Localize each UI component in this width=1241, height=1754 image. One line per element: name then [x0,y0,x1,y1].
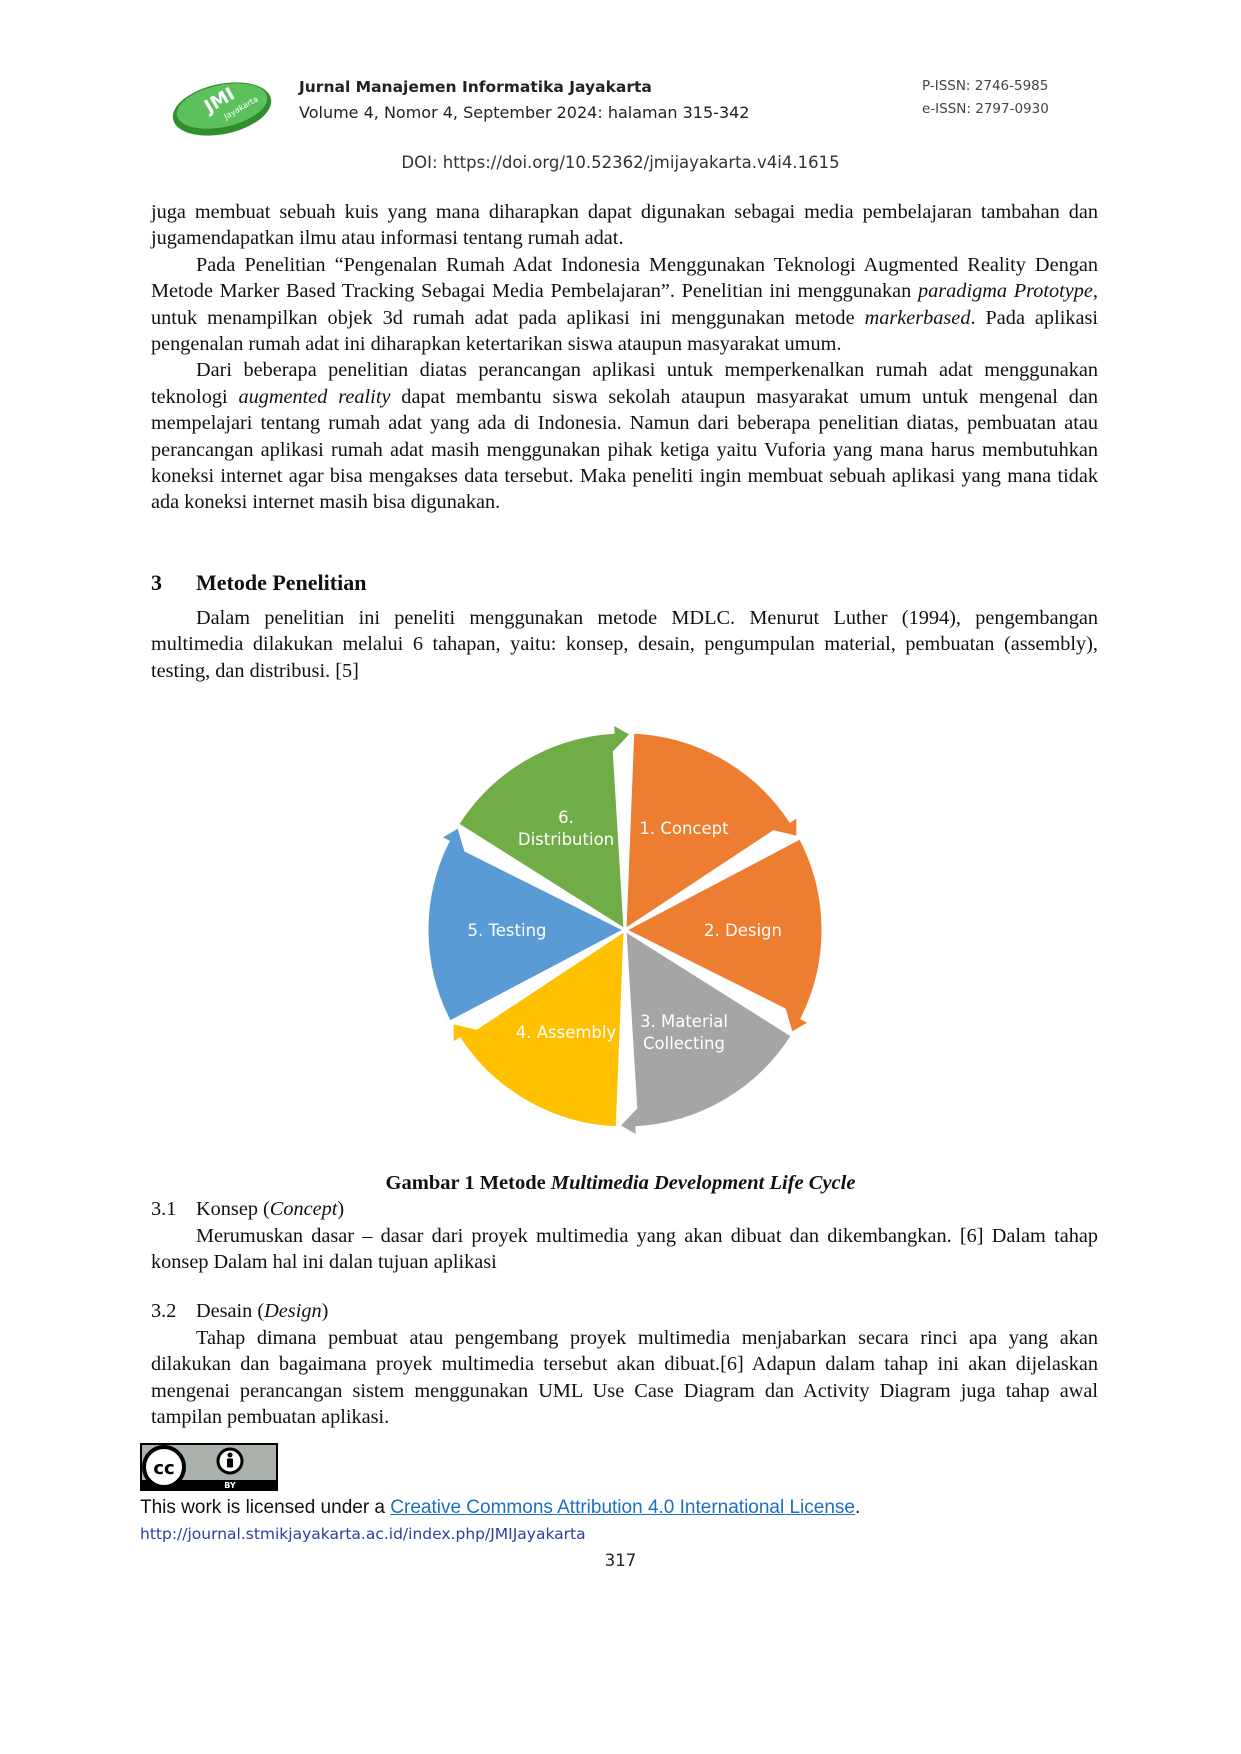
cycle-segment [450,927,627,1130]
journal-name: Jurnal Manajemen Informatika Jayakarta [299,78,652,96]
segment-label: 4. Assembly [516,1023,617,1042]
cycle-segment [621,835,825,1036]
subsection-text: Tahap dimana pembuat atau pengembang pro… [151,1325,1098,1431]
by-text: BY [224,1481,236,1490]
figure-caption: Gambar 1 Metode Multimedia Development L… [385,1172,856,1194]
cc-text: cc [153,1458,174,1479]
paragraph: Dari beberapa penelitian diatas perancan… [151,359,1099,514]
paragraph: Tahap dimana pembuat atau pengembang pro… [151,1327,1098,1429]
cycle-segment [623,730,800,933]
paragraph: Merumuskan dasar – dasar dari proyek mul… [151,1225,1098,1274]
segment-label: 2. Design [704,921,782,940]
paragraph: Dalam penelitian ini peneliti menggunaka… [151,607,1098,682]
segment-label: 1. Concept [639,819,729,838]
person-icon [216,1447,244,1475]
segment-label: 6.Distribution [518,808,614,849]
page-number: 317 [604,1551,637,1570]
subsection-text: Merumuskan dasar – dasar dari proyek mul… [151,1223,1098,1276]
e-issn: e-ISSN: 2797-0930 [922,101,1049,117]
volume-info: Volume 4, Nomor 4, September 2024: halam… [299,103,750,122]
journal-logo: JMI Jayakarta [172,82,272,136]
p-issn: P-ISSN: 2746-5985 [922,78,1049,94]
paragraph: juga membuat sebuah kuis yang mana dihar… [151,201,1098,250]
cycle-segment [455,720,634,933]
license-link[interactable]: Creative Commons Attribution 4.0 Interna… [390,1497,855,1518]
section-text: Dalam penelitian ini peneliti menggunaka… [151,605,1098,684]
cc-by-badge: cc BY [140,1443,278,1491]
license-text: This work is licensed under a Creative C… [140,1497,861,1518]
cycle-segment [425,824,629,1025]
paragraph: Pada Penelitian “Pengenalan Rumah Adat I… [151,253,1099,356]
intro-text: juga membuat sebuah kuis yang mana dihar… [151,199,1098,516]
doi-line: DOI: https://doi.org/10.52362/jmijayakar… [401,153,840,172]
journal-url[interactable]: http://journal.stmikjayakarta.ac.id/inde… [140,1525,586,1543]
segment-label: 5. Testing [468,921,547,940]
cycle-segment [616,927,795,1140]
